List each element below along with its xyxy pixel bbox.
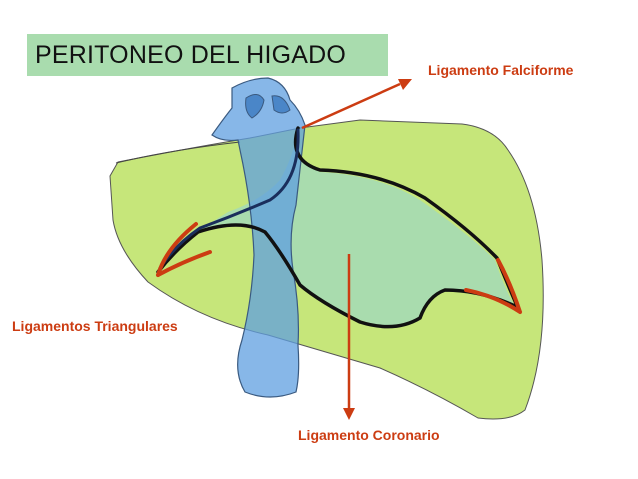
vena-cava	[211, 77, 306, 398]
hepatic-vein-left	[245, 94, 265, 119]
coronario-arrow-head	[343, 408, 355, 420]
label-ligamento-falciforme: Ligamento Falciforme	[428, 62, 574, 78]
left-triangular-upper-line	[158, 128, 300, 270]
right-triangular-ligament	[464, 258, 522, 314]
hepatic-vein-right	[271, 95, 291, 114]
page-title: PERITONEO DEL HIGADO	[35, 40, 347, 69]
falciforme-arrow-head	[398, 79, 412, 90]
liver-edge-line	[115, 141, 241, 164]
bare-area	[158, 130, 515, 326]
title-box: PERITONEO DEL HIGADO	[27, 34, 388, 76]
label-ligamentos-triangulares: Ligamentos Triangulares	[12, 318, 178, 334]
left-triangular-ligament	[156, 222, 212, 277]
coronary-lower-line	[156, 223, 517, 329]
label-ligamento-coronario: Ligamento Coronario	[298, 427, 440, 443]
falciforme-arrow-line	[301, 82, 401, 130]
